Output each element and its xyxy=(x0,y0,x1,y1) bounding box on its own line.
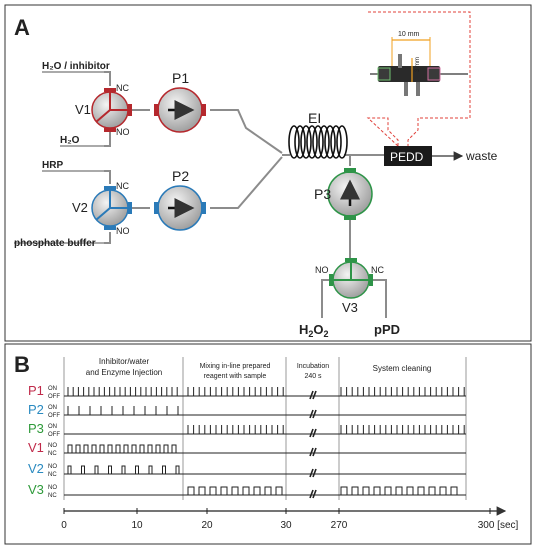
trace-p2 xyxy=(64,406,466,416)
tube-p2-junction xyxy=(210,156,283,209)
pump-p3 xyxy=(327,168,373,220)
row-v3-lo: NC xyxy=(48,493,57,499)
row-v3: V3 NO NC xyxy=(28,482,57,499)
ei-coil xyxy=(288,125,348,159)
tube-p1-junction xyxy=(210,109,283,154)
v3-nc: NC xyxy=(371,265,384,275)
h2o2-label: H2O2 xyxy=(299,322,329,339)
row-p1-name: P1 xyxy=(28,383,44,398)
row-v3-name: V3 xyxy=(28,482,44,497)
tick-0: 0 xyxy=(61,520,67,531)
row-v1: V1 NO NC xyxy=(28,440,57,457)
p1-label: P1 xyxy=(172,70,189,86)
timing-traces xyxy=(64,387,466,496)
v2-label: V2 xyxy=(72,200,88,215)
p2-label: P2 xyxy=(172,168,189,184)
tube-v1-nc xyxy=(104,71,111,86)
panel-b-frame xyxy=(4,343,532,545)
v1-no: NO xyxy=(116,127,130,137)
pedd-box xyxy=(384,146,432,166)
row-v1-lo: NC xyxy=(48,451,57,457)
tube-v2-nc xyxy=(104,170,111,184)
trace-v2 xyxy=(64,465,466,475)
pedd-label: PEDD xyxy=(390,150,424,164)
row-p1-lo: OFF xyxy=(48,394,60,400)
panel-a-letter: A xyxy=(14,15,30,40)
row-v3-hi: NO xyxy=(48,485,57,491)
row-p1-hi: ON xyxy=(48,386,57,392)
tick-30: 30 xyxy=(280,520,292,531)
row-v2-name: V2 xyxy=(28,461,44,476)
row-v2-lo: NC xyxy=(48,472,57,478)
phase-4-line1: System cleaning xyxy=(373,364,432,373)
row-p2-hi: ON xyxy=(48,405,57,411)
row-p3-hi: ON xyxy=(48,424,57,430)
time-axis-ticks xyxy=(63,508,491,514)
tick-270: 270 xyxy=(331,520,348,531)
row-v1-hi: NO xyxy=(48,443,57,449)
trace-v3 xyxy=(64,486,466,496)
tick-10: 10 xyxy=(131,520,143,531)
valve-v3 xyxy=(329,258,373,299)
inset-length: 10 mm xyxy=(398,31,420,38)
valve-v1 xyxy=(91,88,132,132)
ppd-label: pPD xyxy=(374,322,400,337)
panel-b: B Inhibitor/water and Enzyme Injection M… xyxy=(4,343,532,545)
phase-3-line2: 240 s xyxy=(304,373,322,380)
v2-nc: NC xyxy=(116,181,129,191)
phase-1-line1: Inhibitor/water xyxy=(99,357,150,366)
pump-p1 xyxy=(154,87,206,133)
valve-v2 xyxy=(91,186,132,230)
row-p2-name: P2 xyxy=(28,402,44,417)
row-v1-name: V1 xyxy=(28,440,44,455)
row-p3: P3 ON OFF xyxy=(28,421,60,438)
phase-2-line2: reagent with sample xyxy=(204,373,267,380)
water-inhibitor-label: H₂O / inhibitor xyxy=(42,61,110,72)
trace-p1 xyxy=(64,387,466,397)
inset-diameter: 3 mm xyxy=(415,57,421,72)
row-p3-name: P3 xyxy=(28,421,44,436)
trace-v1 xyxy=(64,444,466,454)
phase-1-line2: and Enzyme Injection xyxy=(86,368,163,377)
row-p1: P1 ON OFF xyxy=(28,383,60,400)
v3-no: NO xyxy=(315,265,329,275)
p3-label: P3 xyxy=(314,186,331,202)
v3-label: V3 xyxy=(342,300,358,315)
water-label: H₂O xyxy=(60,135,80,146)
row-v2: V2 NO NC xyxy=(28,461,57,478)
waste-label: waste xyxy=(465,149,498,163)
ei-label: EI xyxy=(308,110,321,126)
phosphate-buffer-label: phosphate buffer xyxy=(14,238,96,249)
phase-3-line1: Incubation xyxy=(297,363,329,370)
row-p2-lo: OFF xyxy=(48,413,60,419)
v2-no: NO xyxy=(116,226,130,236)
v1-nc: NC xyxy=(116,83,129,93)
phase-2-line1: Mixing in-line prepared xyxy=(200,363,271,370)
pedd-inset: 10 mm 3 mm xyxy=(366,11,471,148)
row-p2: P2 ON OFF xyxy=(28,402,60,419)
panel-a: A H₂O / inhibitor H₂O HRP phosphate buff… xyxy=(4,4,532,342)
tube-v2-no xyxy=(104,232,111,244)
tube-v3-ppd xyxy=(370,279,387,318)
hrp-label: HRP xyxy=(42,160,63,171)
trace-p3 xyxy=(64,425,466,435)
panel-b-letter: B xyxy=(14,352,30,377)
tick-300-sec: 300 [sec] xyxy=(478,520,519,531)
incubation-break-marks xyxy=(309,390,317,499)
tube-v1-no xyxy=(104,132,111,147)
tick-20: 20 xyxy=(201,520,213,531)
row-v2-hi: NO xyxy=(48,464,57,470)
row-p3-lo: OFF xyxy=(48,432,60,438)
v1-label: V1 xyxy=(75,102,91,117)
pump-p2 xyxy=(154,185,206,231)
